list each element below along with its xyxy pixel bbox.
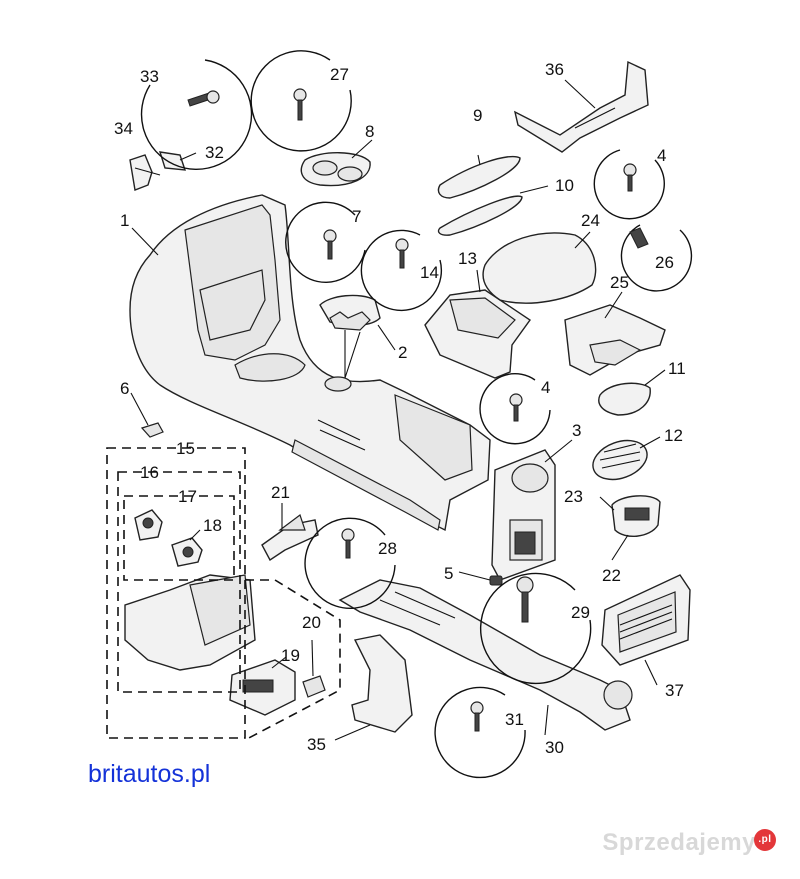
detail-14-screw (360, 229, 443, 312)
callout-27: 27 (330, 65, 349, 84)
part-25-bracket (564, 304, 666, 376)
callout-25: 25 (610, 273, 629, 292)
dashed-box-17 (123, 495, 235, 581)
watermark-badge: .pl (754, 829, 776, 851)
part-15-16-assembly (124, 574, 256, 671)
callout-8: 8 (365, 122, 374, 141)
detail-27-screw (250, 50, 352, 152)
callout-35: 35 (307, 735, 326, 754)
callout-4a: 4 (657, 146, 666, 165)
watermark-text: Sprzedajemy (602, 829, 756, 856)
callout-24: 24 (581, 211, 600, 230)
callout-34: 34 (114, 119, 133, 138)
callout-29: 29 (571, 603, 590, 622)
callout-19: 19 (281, 646, 300, 665)
callout-11: 11 (668, 359, 686, 378)
part-18-lighter-socket (171, 537, 203, 567)
part-32-clip (158, 151, 187, 171)
part-34-clip (129, 154, 161, 191)
part-20-cover (302, 675, 326, 698)
part-13-storage-tray (424, 289, 531, 379)
callout-16: 16 (140, 463, 159, 482)
part-11-vent (598, 382, 651, 416)
callout-6: 6 (120, 379, 129, 398)
callout-23: 23 (564, 487, 583, 506)
callout-14: 14 (420, 263, 439, 282)
watermark: Sprzedajemy.pl (602, 829, 776, 857)
part-35-duct-bend (351, 634, 413, 733)
part-21-bracket (261, 514, 319, 562)
detail-29-bolt (479, 572, 592, 685)
callout-3: 3 (572, 421, 581, 440)
callout-26: 26 (655, 253, 674, 272)
callout-12: 12 (664, 426, 683, 445)
part-23-switch (611, 495, 661, 537)
detail-33-screw (140, 59, 253, 171)
part-12-grille (592, 439, 648, 481)
leader-lines (130, 79, 666, 741)
callout-5: 5 (444, 564, 453, 583)
callout-10: 10 (555, 176, 574, 195)
callout-17: 17 (178, 487, 197, 506)
detail-4b-screw (479, 373, 551, 445)
dashed-outline-19-20 (244, 579, 341, 741)
part-17-lighter (134, 509, 163, 541)
part-2-switch-bracket (319, 294, 381, 379)
callout-2: 2 (398, 343, 407, 362)
callout-9: 9 (473, 106, 482, 125)
callout-33: 33 (140, 67, 159, 86)
detail-28-screw (304, 517, 396, 609)
part-24-lid-pad (482, 232, 597, 304)
part-36-mounting-bracket (513, 60, 649, 153)
site-link[interactable]: britautos.pl (88, 760, 211, 788)
detail-7-screw (285, 201, 366, 283)
part-30-air-duct (338, 579, 633, 731)
callout-18: 18 (203, 516, 222, 535)
part-6-pad (140, 422, 164, 438)
callout-37: 37 (665, 681, 684, 700)
callout-21: 21 (271, 483, 290, 502)
callout-1: 1 (120, 211, 129, 230)
part-10-trim-strip (437, 195, 523, 236)
callout-labels: 1 2 3 4 4 5 6 7 8 9 10 11 12 13 14 15 16… (114, 60, 686, 757)
detail-26-screw (620, 224, 693, 292)
callout-30: 30 (545, 738, 564, 757)
dashed-box-15 (106, 447, 246, 739)
callout-22: 22 (602, 566, 621, 585)
part-37-grille-panel (601, 574, 691, 666)
callout-28: 28 (378, 539, 397, 558)
callout-32: 32 (205, 143, 224, 162)
callout-13: 13 (458, 249, 477, 268)
part-19-ashtray (229, 659, 296, 716)
callout-7: 7 (352, 207, 361, 226)
callout-4b: 4 (541, 378, 550, 397)
dashed-box-16 (117, 471, 241, 693)
callout-31: 31 (505, 710, 524, 729)
part-9-trim-strip (437, 154, 521, 199)
part-1-centre-console (129, 194, 491, 532)
part-3-side-panel (491, 449, 556, 581)
detail-4a-screw (593, 149, 665, 220)
callout-15: 15 (176, 439, 195, 458)
part-5-clip (489, 575, 503, 586)
callout-20: 20 (302, 613, 321, 632)
callout-36: 36 (545, 60, 564, 79)
detail-31-screw (434, 686, 526, 779)
part-8-bezel (300, 152, 371, 187)
